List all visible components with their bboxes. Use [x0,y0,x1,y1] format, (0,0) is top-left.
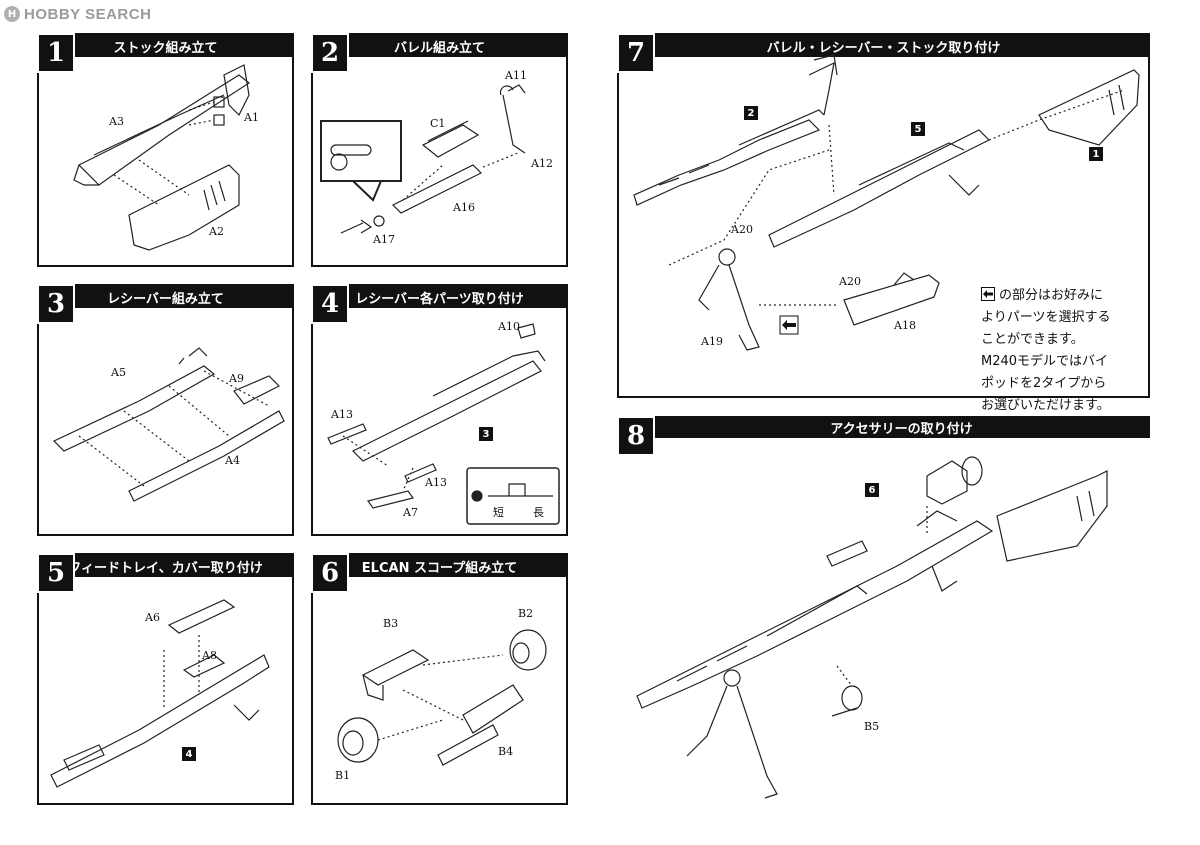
choice-arrows-icon [981,287,995,301]
part-label: A5 [111,366,126,379]
part-label: A8 [202,649,217,662]
step-title: バレル・レシーバー・ストック取り付け [619,35,1148,57]
step-2-panel: 2 バレル組み立て A11 C1 A12 A16 A17 [311,33,568,267]
step-reference-badge: 2 [744,106,758,120]
step-number: 3 [37,284,75,324]
step-number: 6 [311,553,349,593]
part-label: B1 [335,769,351,782]
logo-text: HOBBY SEARCH [24,5,152,23]
part-label: A20 [731,223,753,236]
note-line: よりパーツを選択する [981,310,1111,325]
part-label: B3 [383,617,399,630]
stock-assembly-drawing [73,64,251,251]
part-label: A13 [331,408,353,421]
feed-tray-cover-drawing [50,599,270,788]
step-6-panel: 6 ELCAN スコープ組み立て B3 B2 B1 B4 [311,553,568,805]
note-line: お選びいただけます。 [981,398,1110,413]
inset-short-label: 短 [493,506,504,519]
part-label: A7 [403,506,418,519]
step-title: ストック組み立て [39,35,292,57]
step-title: フィードトレイ、カバー取り付け [39,555,292,577]
part-label: A6 [145,611,160,624]
step-title: レシーバー組み立て [39,286,292,308]
step-5-panel: 5 フィードトレイ、カバー取り付け A6 A8 4 [37,553,294,805]
note-line: M240モデルではバイ [981,354,1109,369]
step-number: 2 [311,33,349,73]
part-label: A12 [531,157,553,170]
receiver-assembly-drawing [52,347,285,502]
step-1-panel: 1 ストック組み立て A3 A1 A2 [37,33,294,267]
barrel-assembly-drawing [320,84,526,234]
inset-long-label: 長 [533,506,544,519]
option-note: の部分はお好みに よりパーツを選択する ことができます。 M240モデルではバイ… [981,285,1151,417]
step-title: ELCAN スコープ組み立て [313,555,566,577]
part-label: A19 [701,335,723,348]
note-line: ことができます。 [981,332,1084,347]
part-label: A11 [505,69,527,82]
step-title: アクセサリーの取り付け [653,416,1150,438]
part-label: A18 [894,319,916,332]
part-label: B2 [518,607,534,620]
step-title: バレル組み立て [313,35,566,57]
step-number: 7 [617,33,655,73]
step-number: 4 [311,284,349,324]
accessory-assembly-drawing [636,456,1108,799]
part-label: A16 [453,201,475,214]
part-label: B4 [498,745,514,758]
part-label: A4 [225,454,240,467]
step-reference-badge: 1 [1089,147,1103,161]
step-7-panel: 7 バレル・レシーバー・ストック取り付け A20 A20 A18 A19 2 5… [617,33,1150,413]
note-line: ポッドを2タイプから [981,376,1107,391]
step-title: レシーバー各パーツ取り付け [313,286,566,308]
choice-arrows-icon [779,315,799,335]
step-reference-badge: 3 [479,427,493,441]
part-label: A1 [244,111,259,124]
elcan-scope-drawing [337,629,547,766]
step-number: 1 [37,33,75,73]
part-label: A9 [229,372,244,385]
receiver-parts-drawing [327,323,560,525]
part-label: A20 [839,275,861,288]
step-reference-badge: 6 [865,483,879,497]
step-4-panel: 4 レシーバー各パーツ取り付け A10 A13 A13 A7 3 短 長 [311,284,568,536]
main-assembly-drawing [633,54,1140,351]
part-label: A2 [209,225,224,238]
step-number: 5 [37,553,75,593]
part-label: A10 [498,320,520,333]
step-3-panel: 3 レシーバー組み立て A5 A9 A4 [37,284,294,536]
part-label: A3 [109,115,124,128]
logo-mark: H [4,6,20,22]
step-reference-badge: 5 [911,122,925,136]
step-reference-badge: 4 [182,747,196,761]
note-line: の部分はお好みに [981,285,1151,307]
site-logo[interactable]: H HOBBY SEARCH [4,4,151,24]
part-label: A17 [373,233,395,246]
step-number: 8 [617,416,655,456]
step-8-section: 8 アクセサリーの取り付け 6 B5 [617,416,1150,836]
part-label: B5 [864,720,880,733]
part-label: C1 [430,117,446,130]
part-label: A13 [425,476,447,489]
